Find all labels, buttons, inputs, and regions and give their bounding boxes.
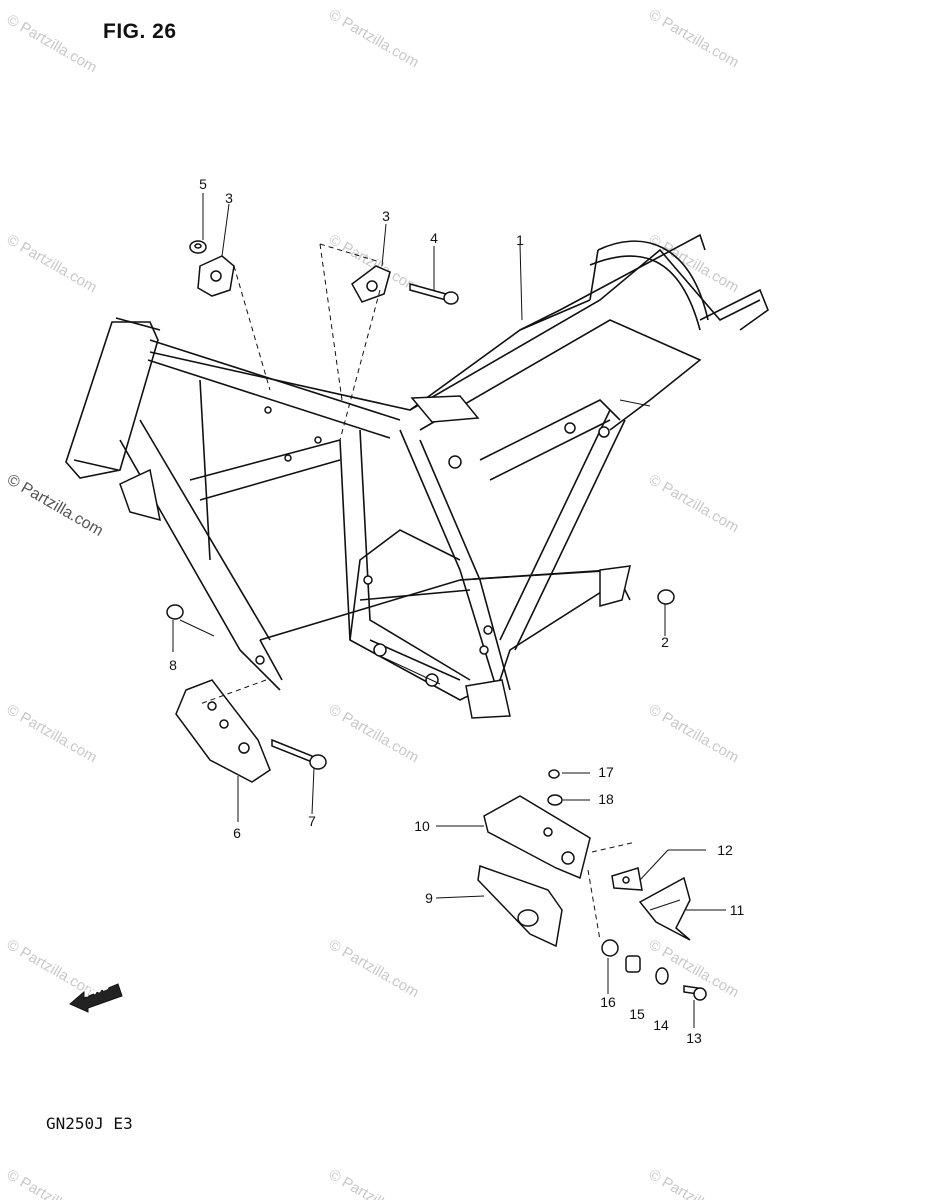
nut-part-5 bbox=[189, 240, 207, 254]
callout-12: 12 bbox=[717, 842, 733, 858]
callout-10: 10 bbox=[414, 818, 430, 834]
cap-part-2 bbox=[657, 589, 675, 605]
callout-3-right: 3 bbox=[382, 208, 390, 224]
cover-part-9 bbox=[477, 864, 563, 948]
callout-8: 8 bbox=[169, 657, 177, 673]
callout-5: 5 bbox=[199, 176, 207, 192]
callout-16: 16 bbox=[600, 994, 616, 1010]
callout-9: 9 bbox=[425, 890, 433, 906]
plate-part-3-left bbox=[197, 255, 235, 297]
callout-7: 7 bbox=[308, 813, 316, 829]
callout-11: 11 bbox=[729, 902, 745, 918]
callout-18: 18 bbox=[598, 791, 614, 807]
nut-part-17 bbox=[548, 769, 560, 779]
plate-part-12 bbox=[611, 867, 643, 891]
frame-assembly bbox=[65, 233, 769, 719]
callout-13: 13 bbox=[686, 1030, 702, 1046]
callout-4: 4 bbox=[430, 230, 438, 246]
bolt-part-4 bbox=[409, 283, 459, 305]
callout-2: 2 bbox=[661, 634, 669, 650]
callout-14: 14 bbox=[653, 1017, 669, 1033]
figure-title: FIG. 26 bbox=[103, 20, 177, 43]
plate-part-3-right bbox=[351, 265, 391, 303]
callout-15: 15 bbox=[629, 1006, 645, 1022]
callout-3-left: 3 bbox=[225, 190, 233, 206]
leader-lines bbox=[172, 193, 726, 1028]
callout-1: 1 bbox=[516, 232, 524, 248]
model-code: GN250J E3 bbox=[46, 1114, 133, 1133]
bolt-part-13 bbox=[683, 985, 707, 1001]
callout-6: 6 bbox=[233, 825, 241, 841]
bracket-part-6 bbox=[175, 679, 271, 783]
callout-17: 17 bbox=[598, 764, 614, 780]
bolt-part-7 bbox=[271, 738, 327, 770]
washer-part-18 bbox=[547, 794, 563, 806]
bracket-part-10 bbox=[483, 795, 591, 880]
cover-part-11 bbox=[638, 876, 691, 941]
spacer-part-15 bbox=[625, 955, 641, 973]
washer-part-14 bbox=[655, 967, 669, 985]
cap-part-8 bbox=[166, 604, 184, 620]
fwd-arrow-icon bbox=[69, 983, 123, 1013]
damper-part-16 bbox=[601, 939, 619, 957]
